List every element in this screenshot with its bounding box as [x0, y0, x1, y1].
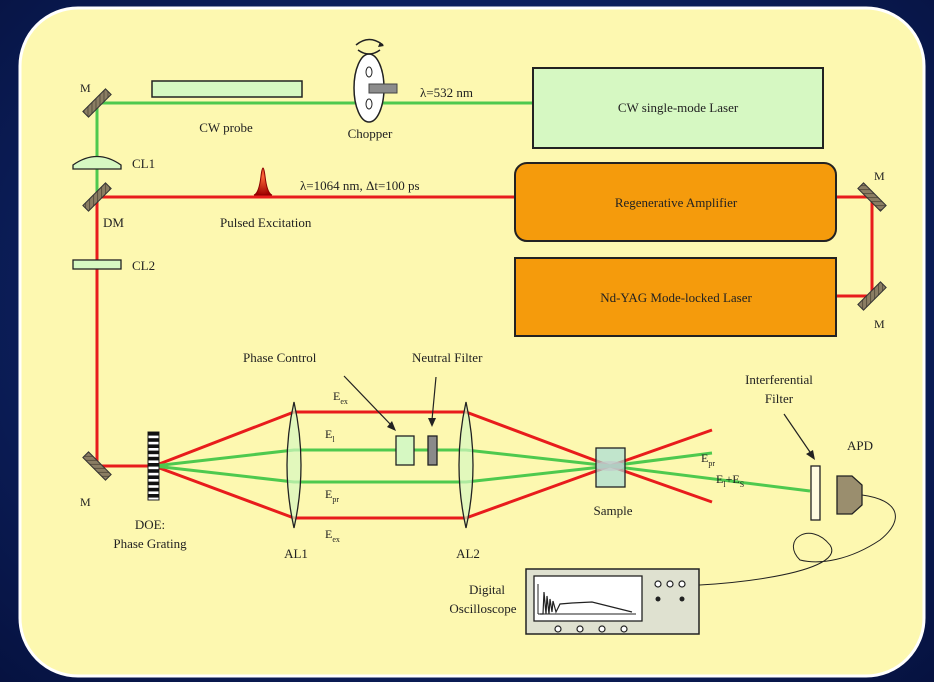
ndyag-box [514, 257, 837, 337]
sample-cell [595, 447, 626, 488]
aspheric-lens-al1 [286, 401, 302, 529]
dichroic-mirror [82, 182, 112, 212]
svg-text:Epr: Epr [701, 451, 715, 468]
cw-laser-label: CW single-mode Laser [618, 100, 739, 115]
cylindrical-lens-cl2 [72, 259, 122, 270]
al2-label: AL2 [456, 546, 480, 561]
neutral-filter [427, 435, 438, 466]
cl1-label: CL1 [132, 156, 155, 171]
field-label-e-pr-right: Epr [701, 451, 715, 468]
phase-control-arrow [343, 375, 393, 427]
phase-control-arrowhead [387, 421, 396, 431]
field-label-e-pr: Epr [325, 487, 339, 504]
digital-oscilloscope [525, 568, 700, 635]
cw-probe-label: CW probe [199, 120, 253, 135]
mirror-bottom-left [82, 451, 112, 481]
al1-label: AL1 [284, 546, 308, 561]
interferential-filter-arrow [783, 413, 813, 456]
field-label-e-ex-top: Eex [333, 389, 348, 406]
svg-text:El+ES: El+ES [716, 472, 744, 489]
lambda-probe-label: λ=532 nm [420, 85, 473, 100]
pulse-icon [253, 167, 273, 196]
cylindrical-lens-cl1 [72, 155, 122, 170]
dm-label: DM [103, 215, 124, 230]
cw-probe-tube [151, 80, 303, 98]
mirror-label-right-top: M [874, 169, 885, 183]
field-label-e-l: El [325, 427, 335, 444]
interferential-filter-label-1: Interferential [745, 372, 813, 387]
oscilloscope-label: Oscilloscope [449, 601, 516, 616]
interferential-filter-arrowhead [806, 450, 815, 460]
field-label-e-ex-bottom: Eex [325, 527, 340, 544]
neutral-filter-arrowhead [428, 418, 436, 427]
regen-amp-label: Regenerative Amplifier [615, 195, 738, 210]
doe-grating [147, 431, 160, 501]
apd-label: APD [847, 438, 873, 453]
neutral-filter-label: Neutral Filter [412, 350, 483, 365]
interferential-filter [810, 465, 821, 521]
scope-trace [540, 591, 633, 615]
sample-label: Sample [594, 503, 633, 518]
mirror-top-left [82, 88, 112, 118]
mirror-right-bottom [857, 281, 887, 311]
cw-laser-box [532, 67, 824, 149]
phase-control-label: Phase Control [243, 350, 317, 365]
field-label-el-es-right: El+ES [716, 472, 744, 489]
chopper-label: Chopper [348, 126, 393, 141]
digital-label: Digital [469, 582, 505, 597]
cl2-label: CL2 [132, 258, 155, 273]
mirror-label-right-bottom: M [874, 317, 885, 331]
svg-text:Eex: Eex [333, 389, 348, 406]
detector-cable [639, 494, 896, 587]
neutral-filter-arrow [431, 376, 437, 421]
regen-amp-box [514, 162, 837, 242]
apd-detector [836, 475, 863, 515]
interferential-filter-label-2: Filter [765, 391, 794, 406]
mirror-label-top-left: M [80, 81, 91, 95]
doe-label-1: DOE: [135, 517, 165, 532]
ndyag-label: Nd-YAG Mode-locked Laser [600, 290, 752, 305]
phase-control-plate [395, 435, 415, 466]
svg-text:Eex: Eex [325, 527, 340, 544]
mirror-label-bottom-left: M [80, 495, 91, 509]
svg-text:El: El [325, 427, 335, 444]
lambda-pump-label: λ=1064 nm, Δt=100 ps [300, 178, 420, 193]
svg-text:Epr: Epr [325, 487, 339, 504]
doe-label-2: Phase Grating [113, 536, 187, 551]
mirror-right-top [857, 182, 887, 212]
aspheric-lens-al2 [458, 401, 474, 529]
chopper [353, 38, 398, 123]
pulsed-excitation-label: Pulsed Excitation [220, 215, 312, 230]
